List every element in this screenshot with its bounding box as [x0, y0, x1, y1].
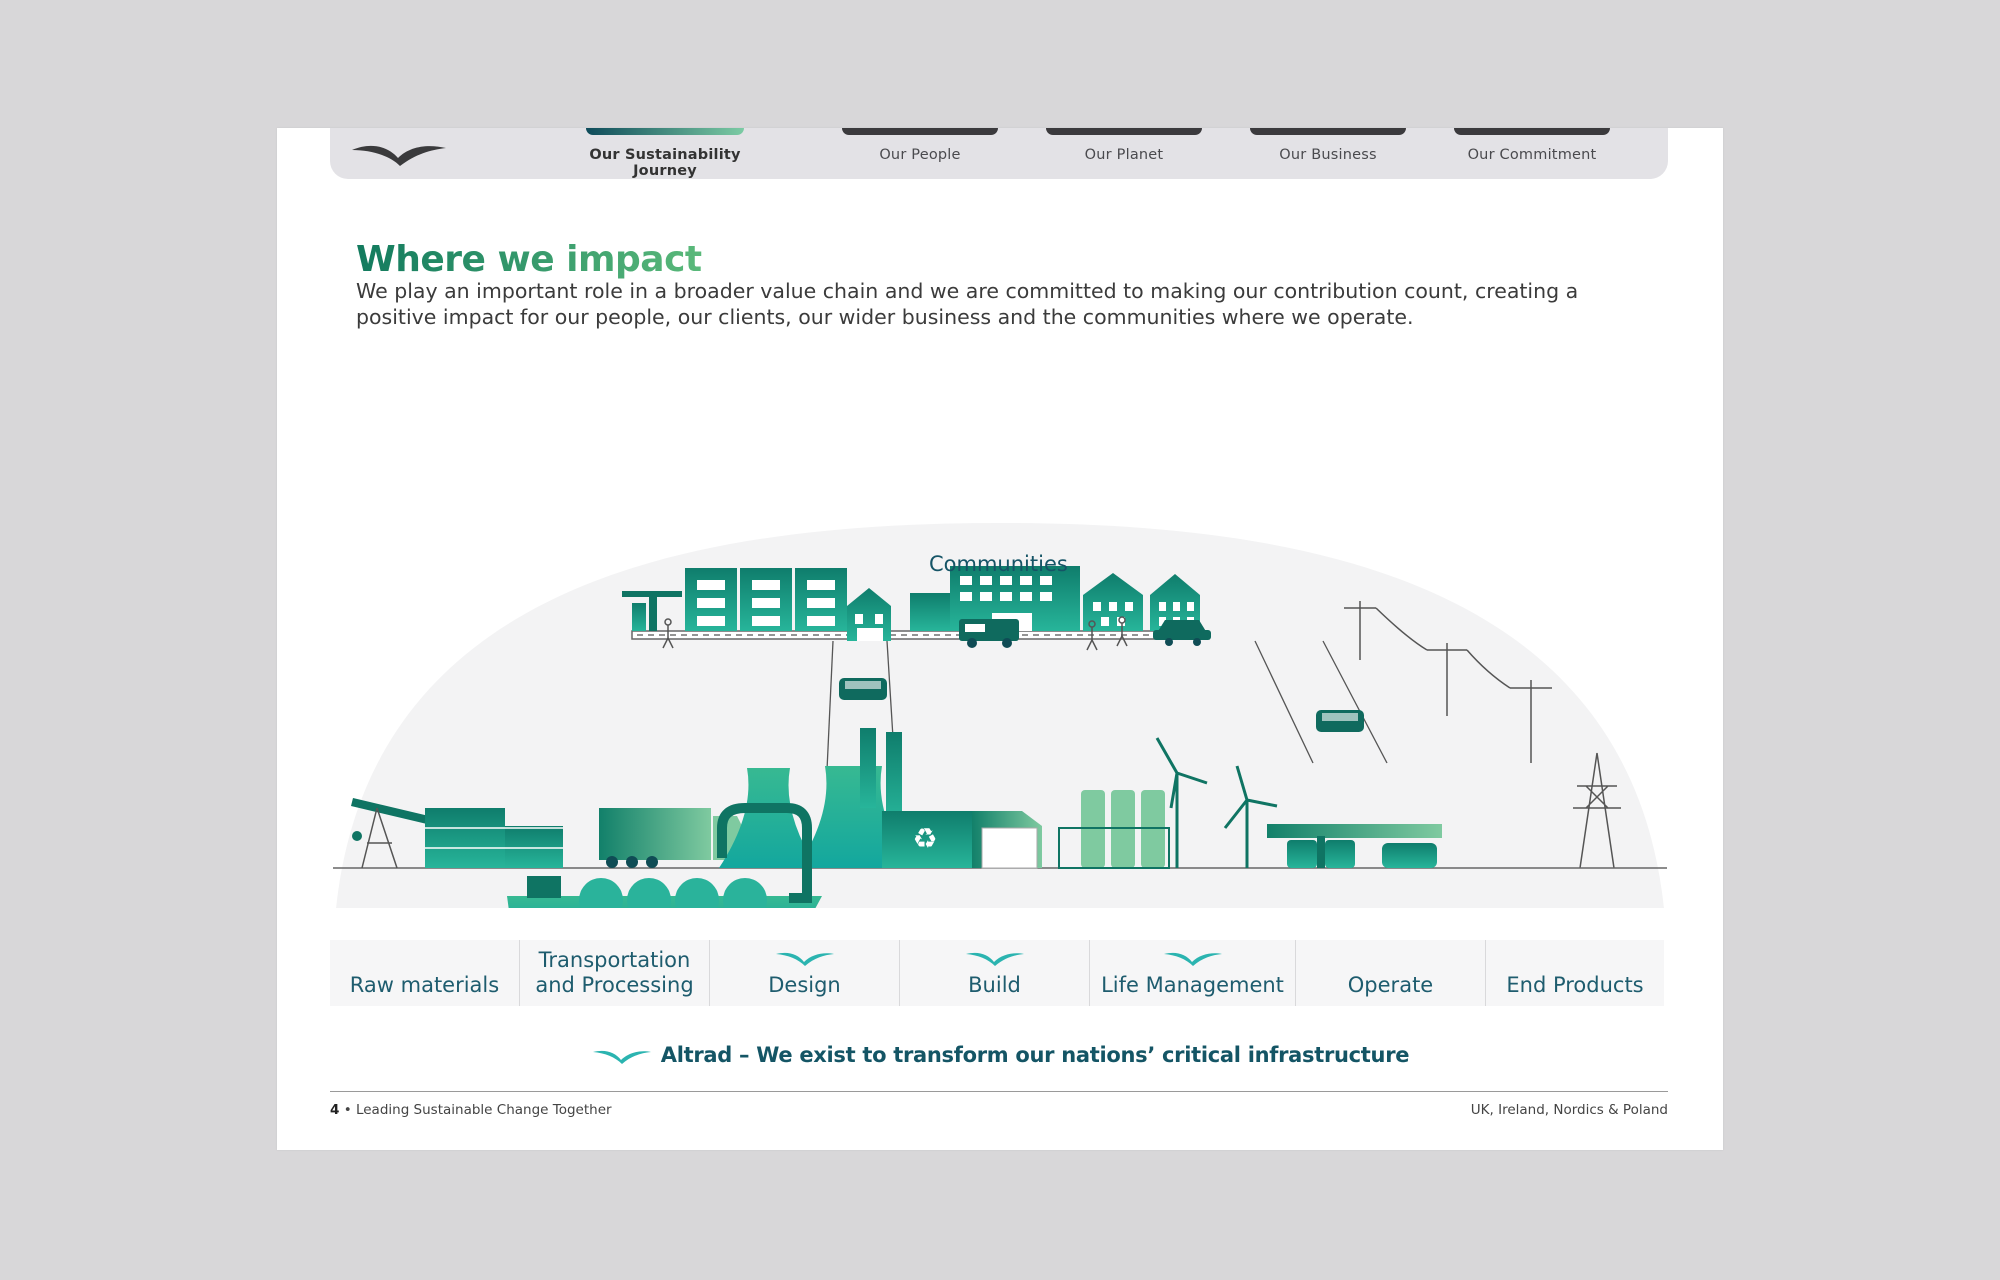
value-chain-stages: Raw materials Transportation and Process… [330, 940, 1664, 1006]
tab-indicator [842, 128, 998, 135]
footer-doc-title: Leading Sustainable Change Together [355, 1102, 612, 1118]
people-figures [662, 616, 1128, 651]
stage-life-management[interactable]: Life Management [1090, 940, 1296, 1006]
top-navigation: Our Sustainability Journey Our People Ou… [330, 128, 1668, 179]
stage-raw-materials[interactable]: Raw materials [330, 940, 520, 1006]
tab-our-sustainability-journey[interactable]: Our Sustainability Journey [585, 128, 745, 179]
hydrogen-tanks [1058, 790, 1170, 869]
document-page: Our Sustainability Journey Our People Ou… [277, 128, 1723, 1150]
stage-label: Transportation and Processing [535, 948, 694, 997]
tab-indicator [1454, 128, 1610, 135]
tab-our-planet[interactable]: Our Planet [1044, 128, 1204, 179]
intro-paragraph: We play an important role in a broader v… [356, 279, 1579, 329]
tab-label: Our Commitment [1467, 147, 1597, 163]
altrad-bird-icon [592, 1050, 651, 1064]
stage-design[interactable]: Design [710, 940, 900, 1006]
stage-label: End Products [1506, 973, 1644, 997]
raw-materials-illustration [351, 798, 563, 869]
tab-label: Our Sustainability Journey [589, 147, 741, 179]
power-poles [1344, 601, 1552, 763]
stage-label: Operate [1347, 973, 1434, 997]
stage-label: Design [768, 973, 841, 997]
value-chain-illustration: ♻ [333, 523, 1667, 908]
altrad-bird-icon [1163, 952, 1222, 966]
lng-ship [507, 876, 822, 908]
footer-divider [330, 1091, 1668, 1092]
stage-label: Build [968, 973, 1021, 997]
stage-label: Life Management [1101, 973, 1284, 997]
stage-build[interactable]: Build [900, 940, 1090, 1006]
tagline-text: Altrad – We exist to transform our natio… [660, 1043, 1410, 1067]
footer-region: UK, Ireland, Nordics & Poland [1470, 1102, 1668, 1118]
page-title: Where we impact [356, 239, 702, 280]
tagline: Altrad – We exist to transform our natio… [277, 1043, 1723, 1067]
page-number: 4 [330, 1102, 340, 1118]
tab-indicator [586, 128, 744, 135]
communities-label: Communities [929, 552, 1068, 576]
tab-label: Our People [879, 147, 961, 163]
altrad-bird-icon [775, 952, 834, 966]
tab-our-commitment[interactable]: Our Commitment [1452, 128, 1612, 179]
tab-indicator [1250, 128, 1406, 135]
pylon [1573, 752, 1621, 869]
tab-indicator [1046, 128, 1202, 135]
stage-operate[interactable]: Operate [1296, 940, 1486, 1006]
stage-end-products[interactable]: End Products [1486, 940, 1664, 1006]
floating-cars [839, 678, 1364, 732]
ev-charging-station [1267, 824, 1442, 868]
footer-left: 4 • Leading Sustainable Change Together [330, 1102, 612, 1118]
altrad-bird-icon [965, 952, 1024, 966]
footer-separator: • [339, 1102, 356, 1118]
road-vehicles [959, 619, 1211, 648]
tab-label: Our Planet [1084, 147, 1164, 163]
tab-label: Our Business [1279, 147, 1377, 163]
recycling-building: ♻ [882, 811, 1042, 869]
tab-our-business[interactable]: Our Business [1248, 128, 1408, 179]
tab-our-people[interactable]: Our People [840, 128, 1000, 179]
wind-turbines [1155, 737, 1278, 868]
svg-text:♻: ♻ [912, 822, 937, 855]
altrad-bird-logo-icon[interactable] [350, 140, 448, 166]
stage-label: Raw materials [349, 973, 500, 997]
stage-transportation-processing[interactable]: Transportation and Processing [520, 940, 710, 1006]
